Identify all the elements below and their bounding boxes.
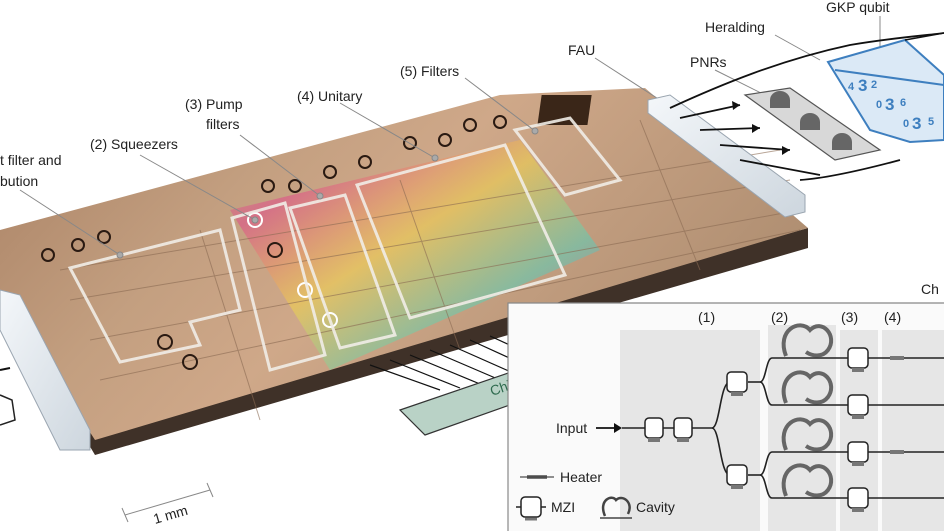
squeezers-box bbox=[67, 228, 242, 364]
mzi-icon bbox=[847, 347, 869, 369]
stage-2-panel bbox=[768, 325, 836, 531]
mzi-icon bbox=[726, 464, 748, 486]
unitary-box-left bbox=[288, 193, 397, 350]
gkp-right-edge bbox=[904, 32, 944, 41]
gkp-digit: 3 bbox=[858, 76, 867, 95]
gkp-arrow bbox=[834, 69, 944, 86]
right-fau-block bbox=[647, 94, 806, 218]
chip-highlight-boxes bbox=[67, 116, 623, 372]
gkp-digit: 0 bbox=[903, 118, 909, 130]
schematic-title-partial: Ch bbox=[921, 281, 939, 297]
fiber-bundle bbox=[669, 32, 944, 181]
left-output-fiber bbox=[0, 367, 11, 371]
left-connector bbox=[0, 394, 16, 426]
legend-cavity-icon bbox=[601, 496, 631, 517]
label-fau: FAU bbox=[568, 42, 595, 58]
stage-3-label: (3) bbox=[841, 309, 858, 325]
label-pump-filters: (3) Pump bbox=[185, 96, 243, 112]
label-leader-lines bbox=[19, 16, 881, 259]
schematic-cavities bbox=[781, 323, 834, 498]
mzi-icon bbox=[673, 417, 693, 439]
cavity-icon bbox=[781, 323, 834, 358]
schematic-heaters bbox=[648, 356, 904, 512]
gkp-digits: 4 3 2 0 3 6 0 3 5 bbox=[848, 76, 934, 133]
scale-bar bbox=[121, 482, 214, 523]
label-pump-filter-distribution-2: bution bbox=[0, 173, 38, 189]
pnr-detector-icons bbox=[770, 91, 852, 150]
gkp-digit: 2 bbox=[871, 79, 877, 91]
legend-cavity-label: Cavity bbox=[636, 499, 675, 515]
legend-mzi-box bbox=[520, 496, 542, 518]
label-gkp-qubit: GKP qubit bbox=[826, 0, 890, 15]
input-arrowhead bbox=[614, 423, 622, 433]
cavity-icon bbox=[781, 417, 834, 452]
pnr-detector-icon bbox=[800, 113, 820, 130]
chip-dark-pad bbox=[537, 95, 592, 125]
stage-1-label: (1) bbox=[698, 309, 715, 325]
mzi-icon bbox=[644, 417, 664, 439]
schematic-waveguides bbox=[622, 357, 944, 499]
label-pump-filter-distribution: t filter and bbox=[0, 152, 61, 168]
left-fau-block bbox=[0, 289, 91, 451]
pnr-detector-icon bbox=[770, 91, 790, 108]
label-unitary: (4) Unitary bbox=[297, 88, 362, 104]
cavity-icon bbox=[781, 463, 834, 498]
label-pnrs: PNRs bbox=[690, 54, 727, 70]
gkp-digit: 3 bbox=[912, 114, 921, 133]
fiber-arrows bbox=[732, 101, 790, 155]
input-label: Input bbox=[556, 420, 587, 436]
chip-waveguide-texture bbox=[59, 119, 801, 421]
legend-mzi-label: MZI bbox=[551, 499, 575, 515]
circuit-schematic-inset: Ch (1) (2) (3) (4) Input bbox=[507, 281, 944, 531]
label-filters: (5) Filters bbox=[400, 63, 459, 79]
pnr-detector-icon bbox=[832, 133, 852, 150]
label-heralding: Heralding bbox=[705, 19, 765, 35]
mzi-icon bbox=[847, 487, 869, 509]
pump-filters-box bbox=[230, 201, 327, 372]
stage-4-panel bbox=[882, 330, 944, 531]
gkp-digit: 5 bbox=[928, 116, 934, 128]
stage-4-label: (4) bbox=[884, 309, 901, 325]
legend-heater-label: Heater bbox=[560, 469, 602, 485]
gkp-digit: 3 bbox=[885, 95, 894, 114]
cavity-icon bbox=[781, 370, 834, 405]
mzi-icon bbox=[847, 441, 869, 463]
unitary-box bbox=[354, 143, 568, 320]
gkp-digit: 4 bbox=[848, 81, 855, 93]
filters-box bbox=[512, 116, 623, 197]
stage-2-label: (2) bbox=[771, 309, 788, 325]
gkp-digit: 6 bbox=[900, 97, 906, 109]
label-pump-filters-2: filters bbox=[206, 116, 239, 132]
gkp-digit: 0 bbox=[876, 99, 882, 111]
label-squeezers: (2) Squeezers bbox=[90, 136, 178, 152]
mzi-icon bbox=[726, 371, 748, 393]
mzi-icon bbox=[847, 394, 869, 416]
